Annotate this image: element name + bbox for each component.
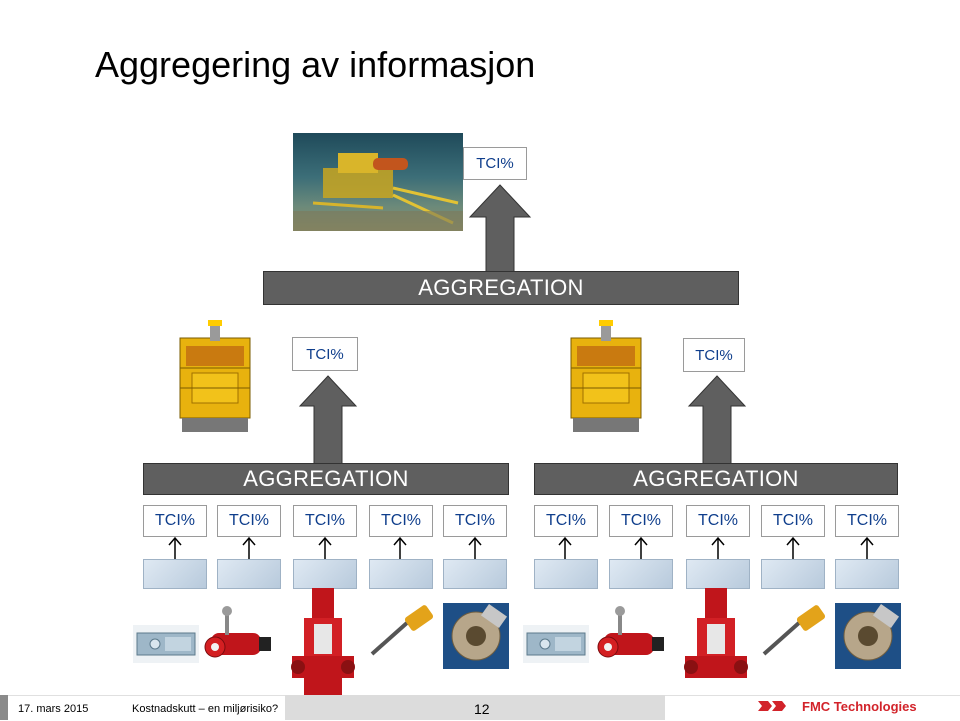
subsea-field-image [293,133,463,231]
bottom-tci-box: TCI% [217,505,281,537]
valve-cutaway-image [290,588,356,710]
document-thumbnail [534,559,598,589]
document-thumbnail [143,559,207,589]
choke-valve-image [596,605,668,665]
pipe-section-image [133,625,199,663]
document-thumbnail [761,559,825,589]
subsea-template-left-image [172,318,258,436]
thin-arrows [168,536,874,559]
document-thumbnail [835,559,899,589]
page-number: 12 [474,701,490,717]
aggregation-bar-left: AGGREGATION [143,463,509,495]
sensor-probe-image [366,602,438,660]
pipe-section-image [523,625,589,663]
bottom-tci-box: TCI% [534,505,598,537]
footer-accent-block [0,695,8,720]
document-thumbnail [293,559,357,589]
connector-flange-image [835,603,901,669]
logo-chevron-icon [758,701,786,711]
aggregation-bar-right: AGGREGATION [534,463,898,495]
fmc-technologies-logo: FMC Technologies [758,696,917,716]
bottom-tci-box: TCI% [609,505,673,537]
bottom-tci-box: TCI% [443,505,507,537]
page-title: Aggregering av informasjon [95,44,536,85]
subsea-template-right-image [563,318,649,436]
bottom-tci-box: TCI% [686,505,750,537]
document-thumbnail [609,559,673,589]
connector-flange-image [443,603,509,669]
mid-tci-right-box: TCI% [683,338,745,372]
top-tci-box: TCI% [463,147,527,180]
bottom-tci-box: TCI% [293,505,357,537]
valve-cutaway-image [683,588,749,695]
top-aggregation-arrow [468,184,532,273]
bottom-tci-box: TCI% [143,505,207,537]
footer-gray-band [285,695,665,720]
aggregation-bar-top: AGGREGATION [263,271,739,305]
document-thumbnail [686,559,750,589]
sensor-probe-image [758,602,830,660]
mid-tci-left-box: TCI% [292,337,358,371]
mid-right-aggregation-arrow [687,375,747,466]
choke-valve-image [203,605,275,665]
footer-date: 17. mars 2015 [18,703,89,715]
document-thumbnail [443,559,507,589]
document-thumbnail [369,559,433,589]
footer-subtitle: Kostnadskutt – en miljørisiko? [132,703,279,715]
bottom-tci-box: TCI% [835,505,899,537]
bottom-tci-box: TCI% [369,505,433,537]
mid-left-aggregation-arrow [298,375,358,466]
document-thumbnail [217,559,281,589]
bottom-tci-box: TCI% [761,505,825,537]
